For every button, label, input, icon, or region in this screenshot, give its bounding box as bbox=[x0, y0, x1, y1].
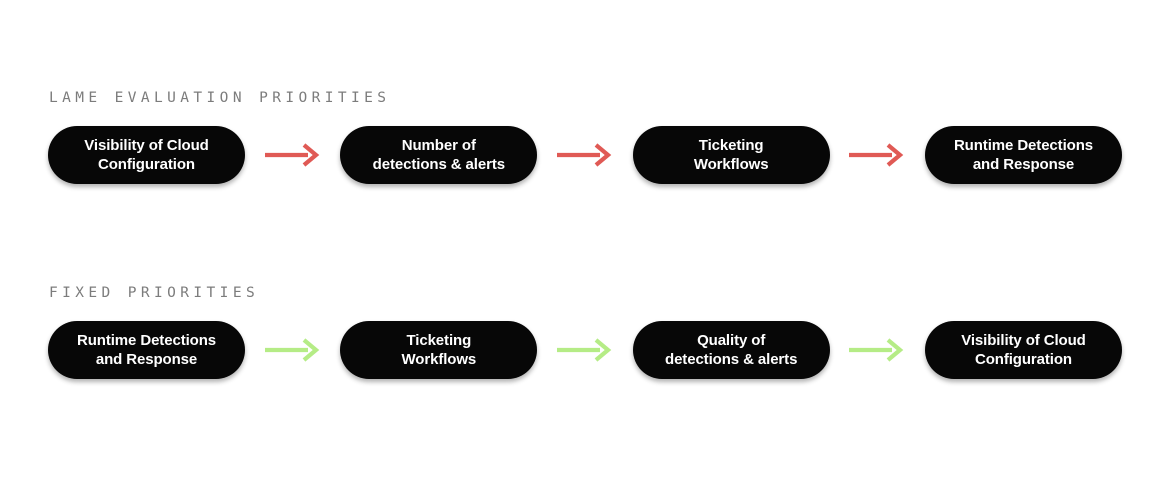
flow-step-label: Ticketing Workflows bbox=[693, 137, 769, 173]
arrow-right-icon bbox=[245, 138, 340, 172]
flow-step-label: Number of detections & alerts bbox=[372, 137, 505, 173]
flow-step-pill[interactable]: Quality of detections & alerts bbox=[632, 321, 830, 379]
flow-step-pill[interactable]: Ticketing Workflows bbox=[632, 126, 830, 184]
flow-step-label: Runtime Detections and Response bbox=[76, 332, 217, 368]
flow-step-pill[interactable]: Runtime Detections and Response bbox=[48, 321, 245, 379]
flow-step-label: Quality of detections & alerts bbox=[665, 332, 798, 368]
arrow-right-icon bbox=[537, 138, 632, 172]
arrow-right-icon bbox=[245, 333, 340, 367]
flow-step-label: Visibility of Cloud Configuration bbox=[961, 332, 1086, 368]
flow-step-label: Runtime Detections and Response bbox=[953, 137, 1094, 173]
flow-step-label: Ticketing Workflows bbox=[401, 332, 477, 368]
flow-step-pill[interactable]: Visibility of Cloud Configuration bbox=[48, 126, 245, 184]
arrow-right-icon bbox=[537, 333, 632, 367]
flow-step-pill[interactable]: Ticketing Workflows bbox=[340, 321, 538, 379]
arrow-right-icon bbox=[830, 138, 925, 172]
flow-step-pill[interactable]: Visibility of Cloud Configuration bbox=[924, 321, 1122, 379]
flow-step-pill[interactable]: Number of detections & alerts bbox=[340, 126, 538, 184]
arrow-right-icon bbox=[830, 333, 925, 367]
row-label-lame-evaluation-priorities: LAME EVALUATION PRIORITIES bbox=[49, 90, 391, 106]
row-label-fixed-priorities: FIXED PRIORITIES bbox=[49, 285, 260, 301]
flow-step-label: Visibility of Cloud Configuration bbox=[84, 137, 209, 173]
flow-chain-2: Runtime Detections and Response Ticketin… bbox=[48, 321, 1122, 379]
flow-chain-1: Visibility of Cloud Configuration Number… bbox=[48, 126, 1122, 184]
flow-step-pill[interactable]: Runtime Detections and Response bbox=[924, 126, 1122, 184]
